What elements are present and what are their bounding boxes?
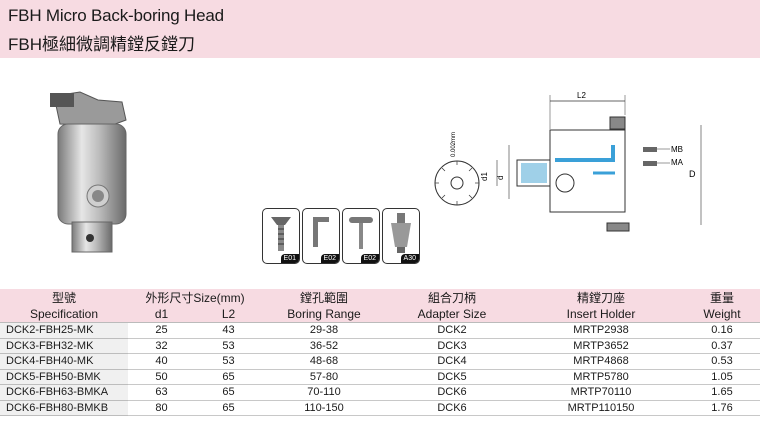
product-photo — [50, 91, 127, 253]
label-d: d — [496, 176, 505, 180]
label-D: D — [689, 169, 696, 179]
key-icon: E02 — [302, 208, 340, 264]
th-weight-zh: 重量 — [684, 289, 760, 306]
label-mb: MB — [671, 145, 683, 154]
th-d1: d1 — [128, 306, 195, 323]
th-range-zh: 鏜孔範圍 — [262, 289, 386, 306]
technical-drawing: 0.002mm L2 d1 d D MB MA — [434, 91, 702, 232]
title-chinese: FBH極細微調精鏜反鏜刀 — [8, 35, 195, 54]
dial-diagram: 0.002mm — [434, 132, 480, 206]
adapter-icon: A30 — [382, 208, 420, 264]
label-d1: d1 — [480, 172, 489, 181]
th-spec-zh: 型號 — [0, 289, 128, 306]
th-weight-en: Weight — [684, 306, 760, 323]
th-range-en: Boring Range — [262, 306, 386, 323]
spec-table: 型號 外形尺寸Size(mm) 鏜孔範圍 組合刀柄 精鏜刀座 重量 Specif… — [0, 289, 760, 416]
svg-text:0.002mm: 0.002mm — [451, 132, 457, 157]
screw-icon: E01 — [262, 208, 300, 264]
th-holder-zh: 精鏜刀座 — [518, 289, 684, 306]
label-l2: L2 — [577, 91, 586, 100]
th-l2: L2 — [195, 306, 262, 323]
th-adapter-zh: 組合刀柄 — [386, 289, 518, 306]
header-banner: FBH Micro Back-boring Head FBH極細微調精鏜反鏜刀 — [0, 0, 760, 58]
label-ma: MA — [671, 158, 684, 167]
th-size-zh: 外形尺寸Size(mm) — [128, 289, 262, 306]
th-spec-en: Specification — [0, 306, 128, 323]
th-holder-en: Insert Holder — [518, 306, 684, 323]
t-wrench-icon: E02 — [342, 208, 380, 264]
title-english: FBH Micro Back-boring Head — [8, 6, 224, 25]
th-adapter-en: Adapter Size — [386, 306, 518, 323]
